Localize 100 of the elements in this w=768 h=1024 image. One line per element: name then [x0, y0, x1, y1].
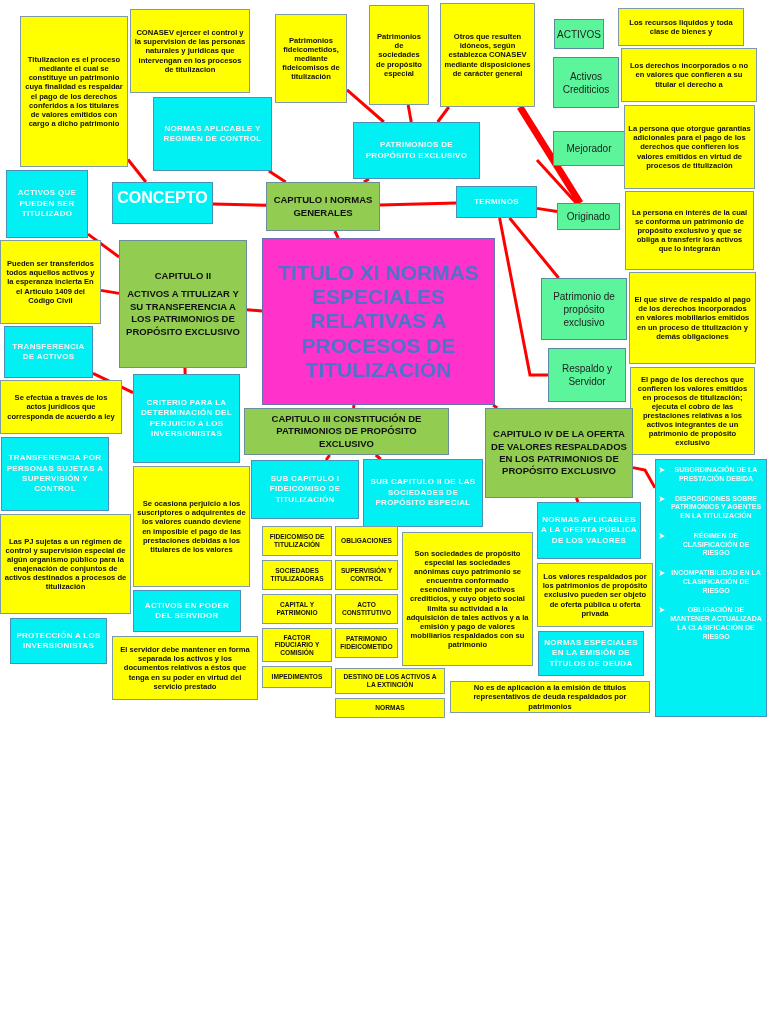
connector-line [517, 105, 584, 205]
connector-line [508, 217, 560, 279]
topic-card [363, 459, 483, 527]
subtopic-card [335, 594, 398, 624]
connector-line [351, 404, 356, 409]
definition-card [0, 514, 131, 614]
topic-card [1, 437, 109, 511]
subtopic-card [335, 668, 445, 694]
connector-line [575, 497, 580, 503]
node-text: ACTIVOS QUE PUEDEN SER TITULIZADO [16, 188, 78, 220]
topic-card [538, 631, 644, 676]
term-card [548, 348, 626, 402]
title-card [262, 238, 495, 405]
topic-card [133, 374, 240, 463]
term-card [557, 203, 620, 230]
node-text: TERMINOS [474, 196, 519, 208]
node-text: NORMAS APLICABLE Y REGIMEN DE CONTROL [162, 123, 263, 145]
node-text: TRANSFERENCIA DE ACTIVOS [11, 341, 86, 363]
connector-line [535, 159, 578, 204]
definition-card [130, 9, 250, 93]
node-text: Mejorador [566, 142, 612, 155]
subtopic-card [335, 698, 445, 718]
chapter-card [119, 240, 247, 368]
term-card [553, 57, 619, 108]
node-text: NORMAS APLICABLES A LA OFERTA PÚBLICA DE LOS VALORES [541, 514, 637, 547]
title-text: TITULO XI NORMAS ESPECIALES RELATIVAS A PROCESOS DE TITULIZACIÓN [277, 261, 480, 382]
topic-card [153, 97, 272, 171]
subtopic-card [335, 560, 398, 590]
connector-line [379, 201, 457, 207]
connector-line [333, 230, 340, 239]
topic-card [10, 618, 107, 664]
connector-line [87, 232, 120, 259]
definition-card [629, 272, 756, 364]
subtopic-card [335, 526, 398, 556]
node-text: Respaldo y Servidor [561, 362, 613, 388]
node-text: Originado [566, 210, 611, 223]
topic-card [251, 460, 359, 519]
term-card [553, 131, 625, 166]
node-text: NORMAS ESPECIALES EN LA EMISIÓN DE TÍTULOS DE DEUDA [543, 637, 639, 670]
topic-card [6, 170, 88, 238]
definition-card [369, 5, 429, 105]
definition-card [537, 563, 653, 627]
definition-card [112, 636, 258, 700]
connector-line [436, 106, 451, 123]
connector-line [632, 466, 657, 489]
list-card [655, 459, 767, 717]
node-text: Activos Crediticios [561, 69, 611, 96]
node-text: SUB CAPITULO I FIDEICOMISO DE TITULIZACIÓN [268, 473, 342, 506]
topic-card [537, 502, 641, 559]
connector-line [246, 308, 263, 313]
connector-line [126, 158, 147, 183]
chapter-card [244, 408, 449, 455]
connector-line [536, 206, 558, 214]
subtopic-card [262, 560, 332, 590]
definition-card [450, 681, 650, 713]
node-text: PATRIMONIOS DE PROPÓSITO EXCLUSIVO [364, 140, 469, 161]
subtopic-card [262, 526, 332, 556]
node-text: TRANSFERENCIA POR PERSONAS SUJETAS A SUPERVISIÓN Y CONTROL [5, 453, 105, 495]
node-text: CONCEPTO [117, 189, 208, 207]
connector-line [324, 454, 331, 461]
node-text: CRITERIO PARA LA DETERMINACIÓN DEL PERJUICIO A LOS INVERSIONISTAS [140, 397, 233, 440]
node-text: CAPITULO I NORMAS GENERALES [272, 194, 374, 219]
definition-card [624, 105, 755, 189]
topic-card [133, 590, 241, 632]
topic-card [4, 326, 93, 378]
connector-line [183, 367, 187, 375]
connector-line [498, 217, 548, 377]
node-text: CAPITULO IV DE LA OFERTA DE VALORES RESPALDADOS EN LOS PATRIMONIOS DE PROPÓSITO EXCLUSIVO [490, 428, 628, 478]
chapter-card [266, 182, 380, 231]
definition-card [20, 16, 128, 167]
node-text: PROTECCIÓN A LOS INVERSIONISTAS [15, 630, 102, 652]
connector-line [346, 88, 385, 124]
node-text: Patrimonio de propósito exclusivo [552, 289, 616, 329]
connector-line [406, 104, 413, 123]
definition-card [625, 191, 754, 270]
definition-card [0, 380, 122, 434]
definition-card [621, 48, 757, 102]
definition-card [402, 532, 533, 666]
connector-line [100, 288, 120, 295]
definition-card [440, 3, 535, 107]
term-card [541, 278, 627, 340]
concept-card [112, 182, 213, 224]
definition-card [133, 466, 250, 587]
topic-card [456, 186, 537, 218]
connector-line [268, 169, 287, 184]
node-text: ACTIVOS EN PODER DEL SERVIDOR [143, 600, 231, 622]
subtopic-card [262, 594, 332, 624]
definition-card [630, 367, 755, 455]
node-text: CAPITULO II [154, 270, 212, 283]
subtopic-card [262, 666, 332, 688]
node-text: SUB CAPITULO II DE LAS SOCIEDADES DE PROPÓSITO ESPECIAL [369, 477, 477, 509]
node-text: CAPITULO III CONSTITUCIÓN DE PATRIMONIOS DE PROPÓSITO EXCLUSIVO [270, 413, 423, 450]
node-text: ACTIVOS [557, 27, 601, 41]
definition-card [0, 240, 101, 324]
chapter-card [485, 408, 633, 498]
term-card [554, 19, 604, 49]
subtopic-card [262, 628, 332, 662]
topic-card [353, 122, 480, 179]
node-text: ACTIVOS A TITULIZAR Y SU TRANSFERENCIA A LOS PATRIMONIOS DE PROPÓSITO EXCLUSIVO [125, 288, 241, 338]
definition-card [275, 14, 347, 103]
